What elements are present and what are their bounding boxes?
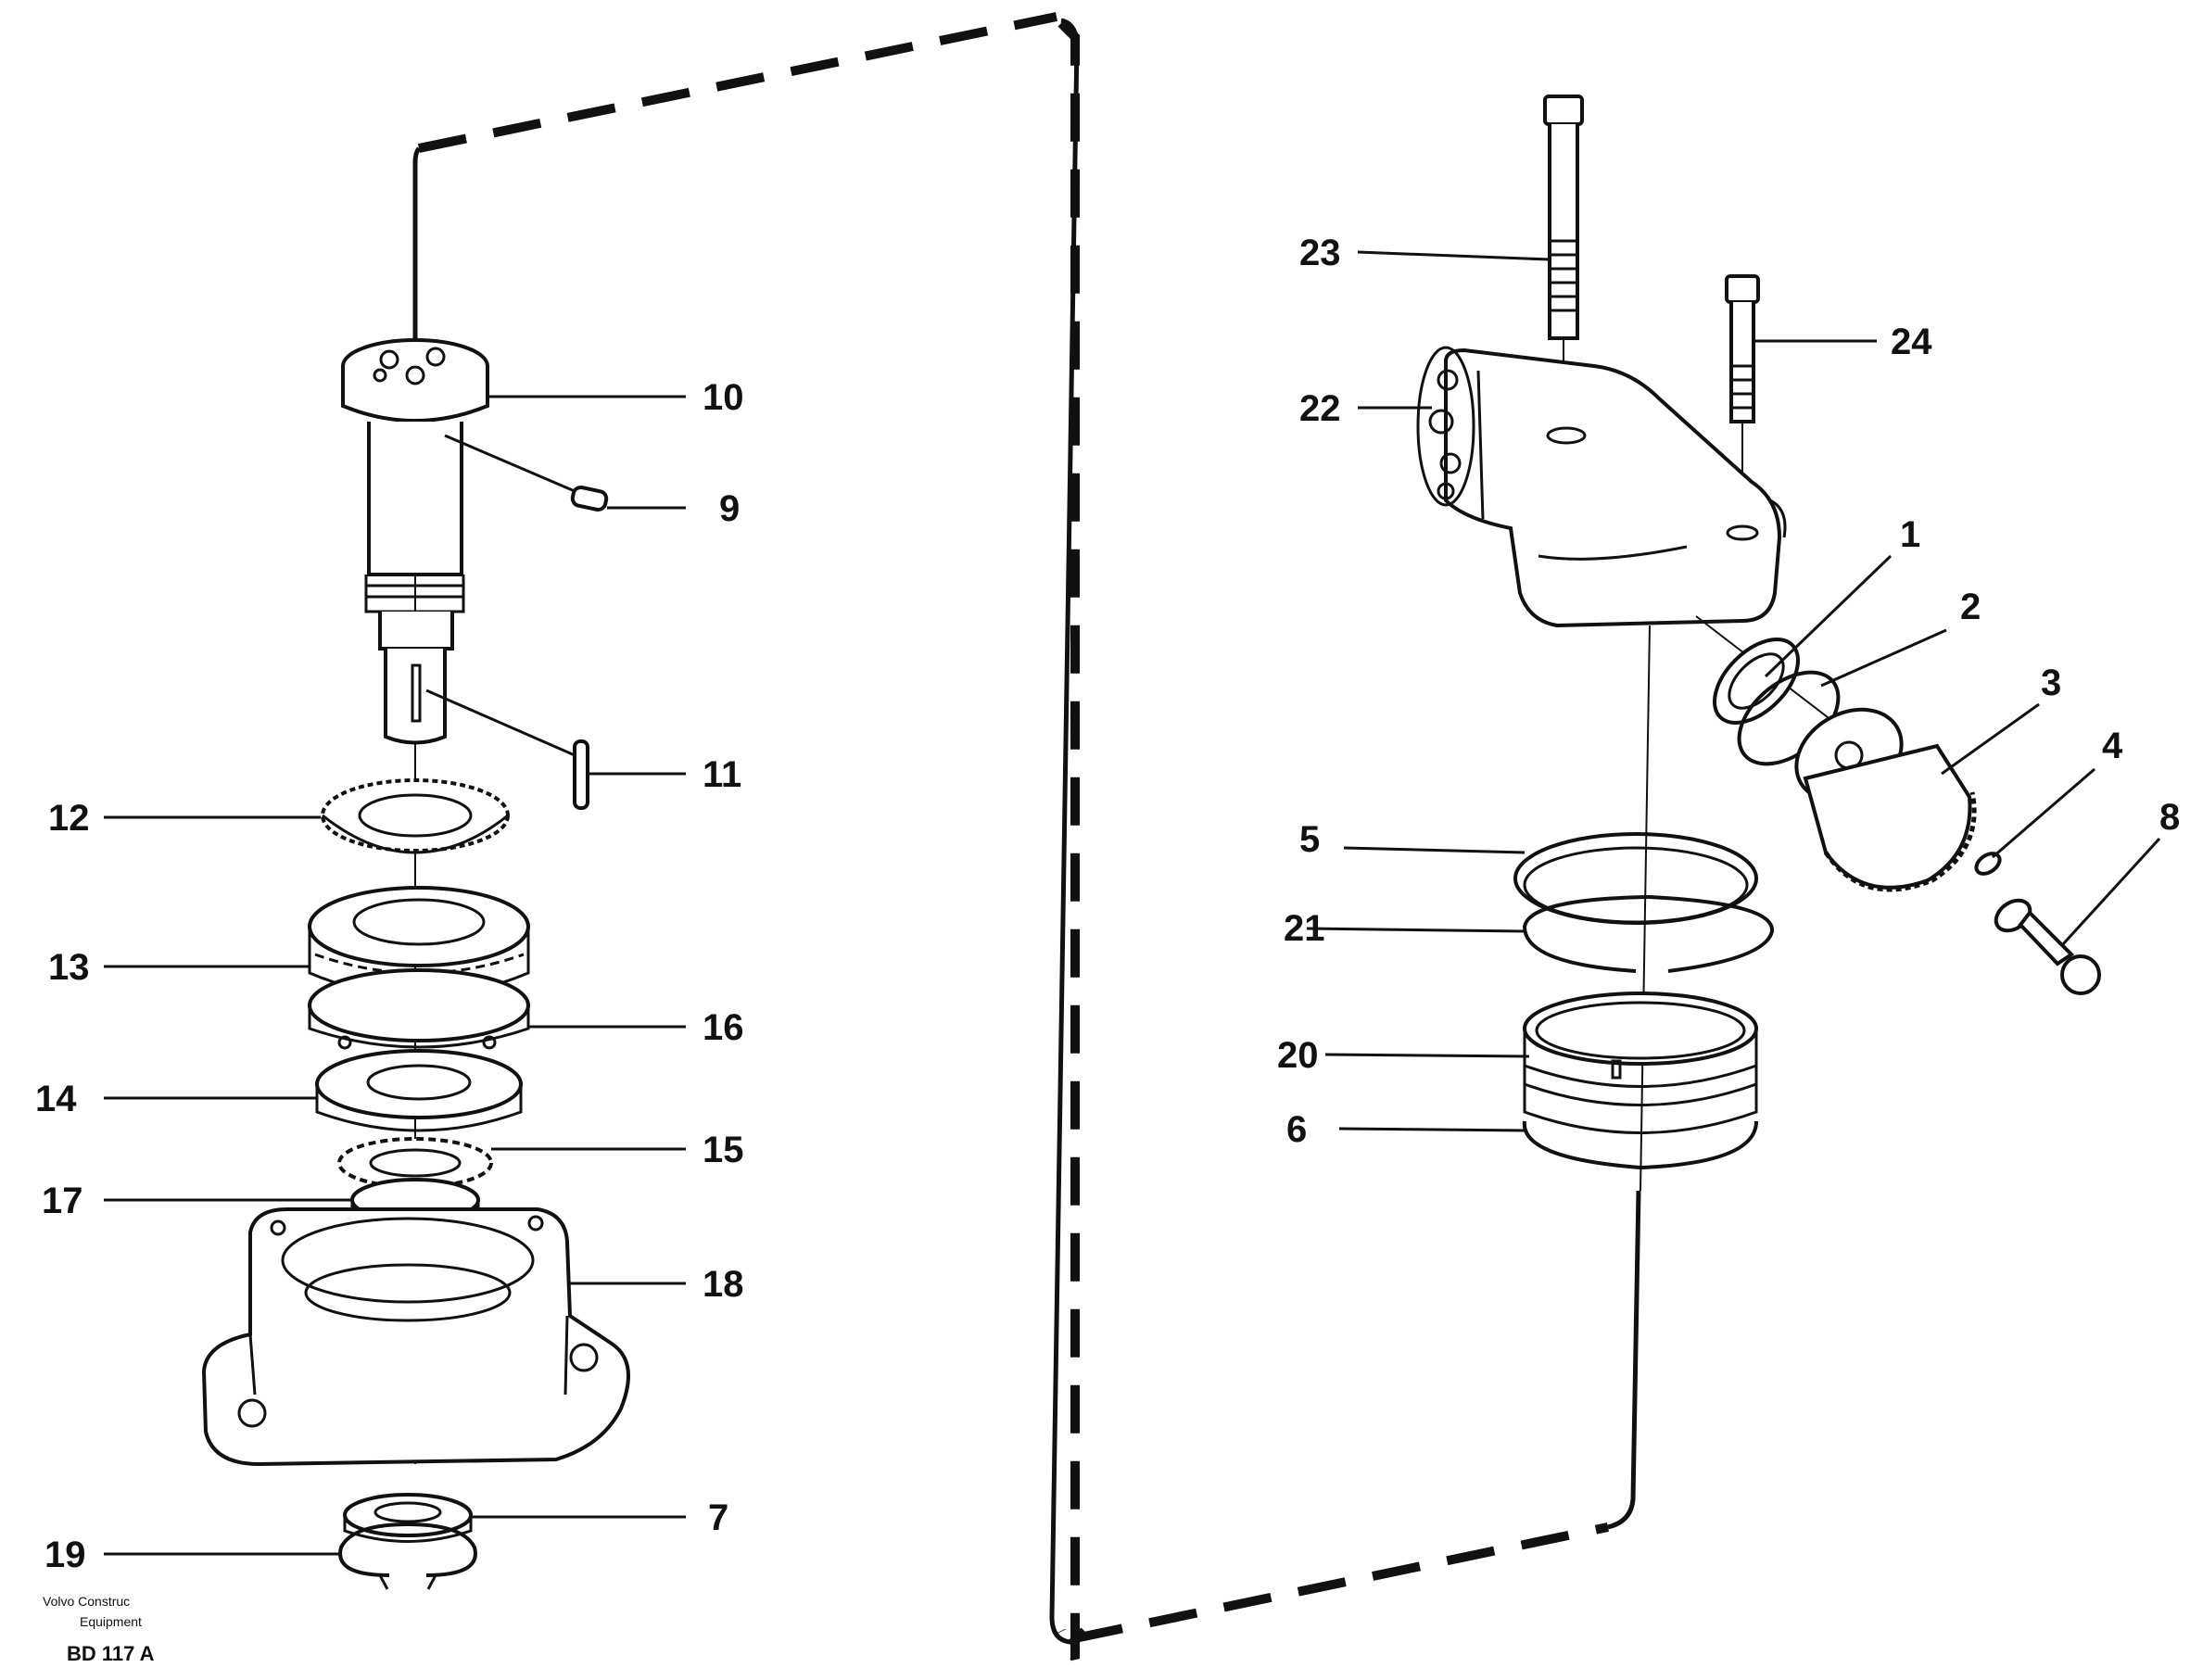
- part-8-ball-stem: [1994, 898, 2101, 995]
- label-5: 5: [1299, 819, 1320, 860]
- part-21-snap-ring: [1522, 894, 1774, 973]
- label-12: 12: [48, 798, 90, 839]
- part-7-lower-bearing: [343, 1493, 473, 1543]
- part-12-bevel-gear: [321, 778, 510, 854]
- part-18-housing: [201, 1207, 630, 1467]
- company-line-2: Equipment: [80, 1614, 142, 1629]
- left-assembly: [104, 338, 686, 1590]
- part-15-lock-washer: [337, 1137, 493, 1189]
- part-5-o-ring: [1513, 832, 1758, 925]
- label-13: 13: [48, 947, 90, 988]
- drawing-code: BD 117 A: [67, 1642, 155, 1665]
- company-line-1: Volvo Construc: [43, 1594, 131, 1609]
- part-6-ring: [1522, 1120, 1758, 1170]
- label-23: 23: [1299, 233, 1341, 273]
- part-11-key: [425, 688, 589, 810]
- part-3-gear-cone: [1794, 707, 1977, 892]
- label-15: 15: [703, 1130, 744, 1170]
- part-1-valve-disc: [1713, 638, 1800, 725]
- label-10: 10: [703, 377, 744, 418]
- part-16-ring: [308, 968, 530, 1050]
- part-19-circlip: [338, 1522, 477, 1590]
- label-4: 4: [2102, 726, 2123, 766]
- part-4-washer: [1974, 852, 2002, 876]
- label-18: 18: [703, 1264, 744, 1305]
- label-2: 2: [1960, 587, 1981, 627]
- label-22: 22: [1299, 388, 1341, 429]
- label-24: 24: [1891, 322, 1932, 362]
- label-8: 8: [2159, 797, 2180, 838]
- part-labels: 10 9 11 12 13 16 14 15 17 18 7 19 23 24 …: [35, 233, 2180, 1575]
- right-assembly: [1306, 95, 2161, 1192]
- label-20: 20: [1277, 1035, 1319, 1076]
- label-21: 21: [1284, 908, 1325, 949]
- label-19: 19: [44, 1535, 86, 1575]
- dashed-connection-frame: [412, 12, 1641, 1661]
- part-14-bearing: [315, 1049, 523, 1132]
- label-9: 9: [719, 488, 740, 529]
- part-23-long-bolt: [1543, 95, 1584, 436]
- part-10-shaft: [341, 338, 489, 745]
- label-14: 14: [35, 1079, 77, 1119]
- label-6: 6: [1286, 1109, 1307, 1150]
- label-11: 11: [703, 754, 741, 795]
- label-1: 1: [1900, 514, 1920, 555]
- label-7: 7: [708, 1497, 728, 1538]
- part-9-pin: [444, 434, 609, 512]
- label-3: 3: [2041, 663, 2061, 703]
- part-20-piston: [1523, 992, 1758, 1134]
- label-17: 17: [42, 1181, 83, 1221]
- part-22-valve-body: [1416, 346, 1787, 628]
- label-16: 16: [703, 1007, 744, 1048]
